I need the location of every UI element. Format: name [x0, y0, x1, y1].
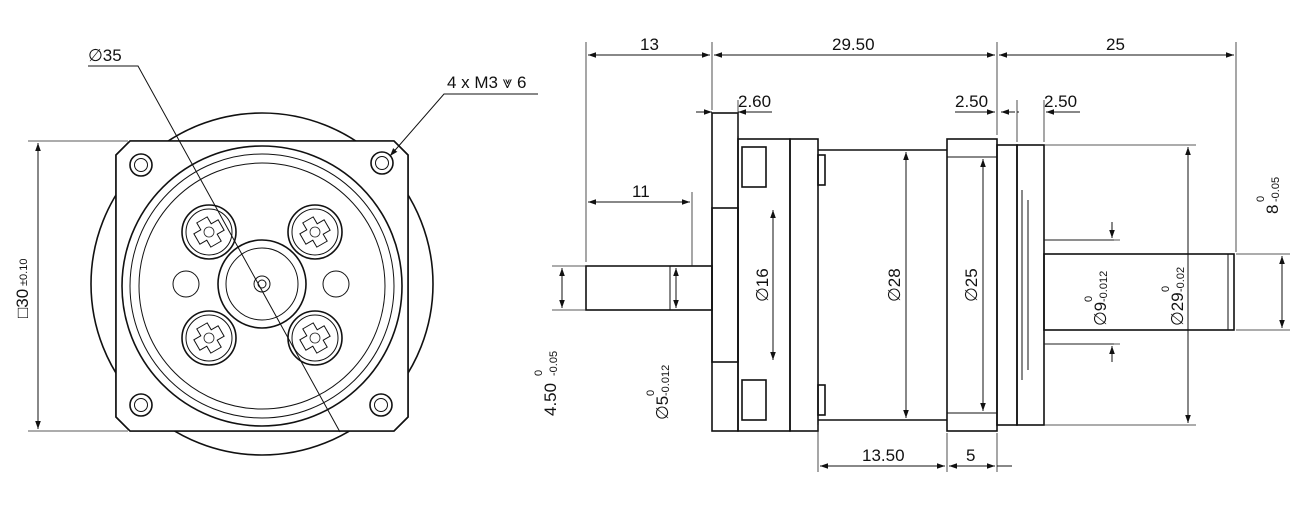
rear-plate: [789, 138, 819, 432]
screw-head-bottom: [741, 379, 767, 421]
label-dia-29: ∅29: [1168, 292, 1187, 326]
label-dim-13-50: 13.50: [862, 446, 905, 465]
label-square-tol: ±0.10: [18, 259, 30, 286]
label-dim-8-lower: -0.05: [1270, 177, 1282, 202]
outer-circle: [90, 112, 434, 456]
label-dim-2-50-a: 2.50: [955, 92, 988, 111]
label-dim-13: 13: [640, 35, 659, 54]
label-dia-16: ∅16: [753, 268, 772, 302]
leader-thread: [389, 93, 538, 157]
label-dim-4-50-lower: -0.05: [548, 351, 560, 376]
label-dim-25: 25: [1106, 35, 1125, 54]
label-dia-35: ∅35: [88, 46, 122, 65]
side-hole-right: [322, 270, 350, 298]
label-dia-9: ∅9: [1091, 302, 1110, 326]
label-dim-2-60: 2.60: [738, 92, 771, 111]
inner-circle-2: [129, 153, 395, 419]
front-plate: [711, 112, 739, 432]
boss-bottom: [817, 384, 826, 416]
inner-circle-1: [121, 145, 403, 427]
corner-hole-bl: [129, 393, 153, 417]
label-dia-9-lower: -0.012: [1098, 271, 1110, 302]
label-dim-5: 5: [966, 446, 975, 465]
label-dim-2-50-b: 2.50: [1044, 92, 1077, 111]
corner-hole-tr: [370, 151, 394, 175]
hub-circle: [217, 239, 307, 329]
label-thread: 4 x M3 ⩔ 6: [447, 73, 527, 92]
front-view: ∅35 4 x M3 ⩔ 6 □30 ±0.10: [13, 46, 538, 456]
leader-dia-35: [88, 65, 341, 433]
label-dia-29-lower: -0.02: [1175, 267, 1187, 292]
screw-top-left: [181, 204, 237, 260]
label-dia-29-upper: 0: [1160, 286, 1172, 292]
screw-bottom-left: [181, 310, 237, 366]
label-dia-5-upper: 0: [645, 390, 657, 396]
input-shaft: [585, 265, 713, 311]
label-dim-4-50-upper: 0: [533, 370, 545, 376]
side-hole-left: [172, 270, 200, 298]
label-dim-29-50: 29.50: [832, 35, 875, 54]
label-dia-25: ∅25: [962, 268, 981, 302]
hub-16: [711, 207, 739, 363]
output-ring-2: [1016, 144, 1045, 426]
label-dia-5-lower: -0.012: [660, 365, 672, 396]
output-ring-1: [996, 144, 1018, 426]
label-dim-4-50: 4.50: [541, 383, 560, 416]
boss-top: [817, 154, 826, 186]
screw-head-top: [741, 146, 767, 188]
label-dia-28: ∅28: [885, 268, 904, 302]
label-dim-8: 8: [1263, 205, 1282, 214]
screw-top-right: [287, 204, 343, 260]
label-dia-5: ∅5: [653, 396, 672, 420]
corner-hole-tl: [129, 153, 153, 177]
hub-inner-circle: [225, 247, 299, 321]
label-dim-11: 11: [632, 182, 650, 201]
label-dim-8-upper: 0: [1255, 196, 1267, 202]
label-square-30: □30: [13, 289, 32, 318]
shaft-circle: [253, 275, 271, 293]
corner-hole-br: [369, 393, 393, 417]
output-shaft: [1043, 253, 1235, 331]
label-dia-9-upper: 0: [1083, 296, 1095, 302]
side-view: 13 29.50 25 2.60 2.50 2.50 11 4.50 0 -0: [533, 35, 1290, 472]
inner-circle-3: [138, 162, 386, 410]
